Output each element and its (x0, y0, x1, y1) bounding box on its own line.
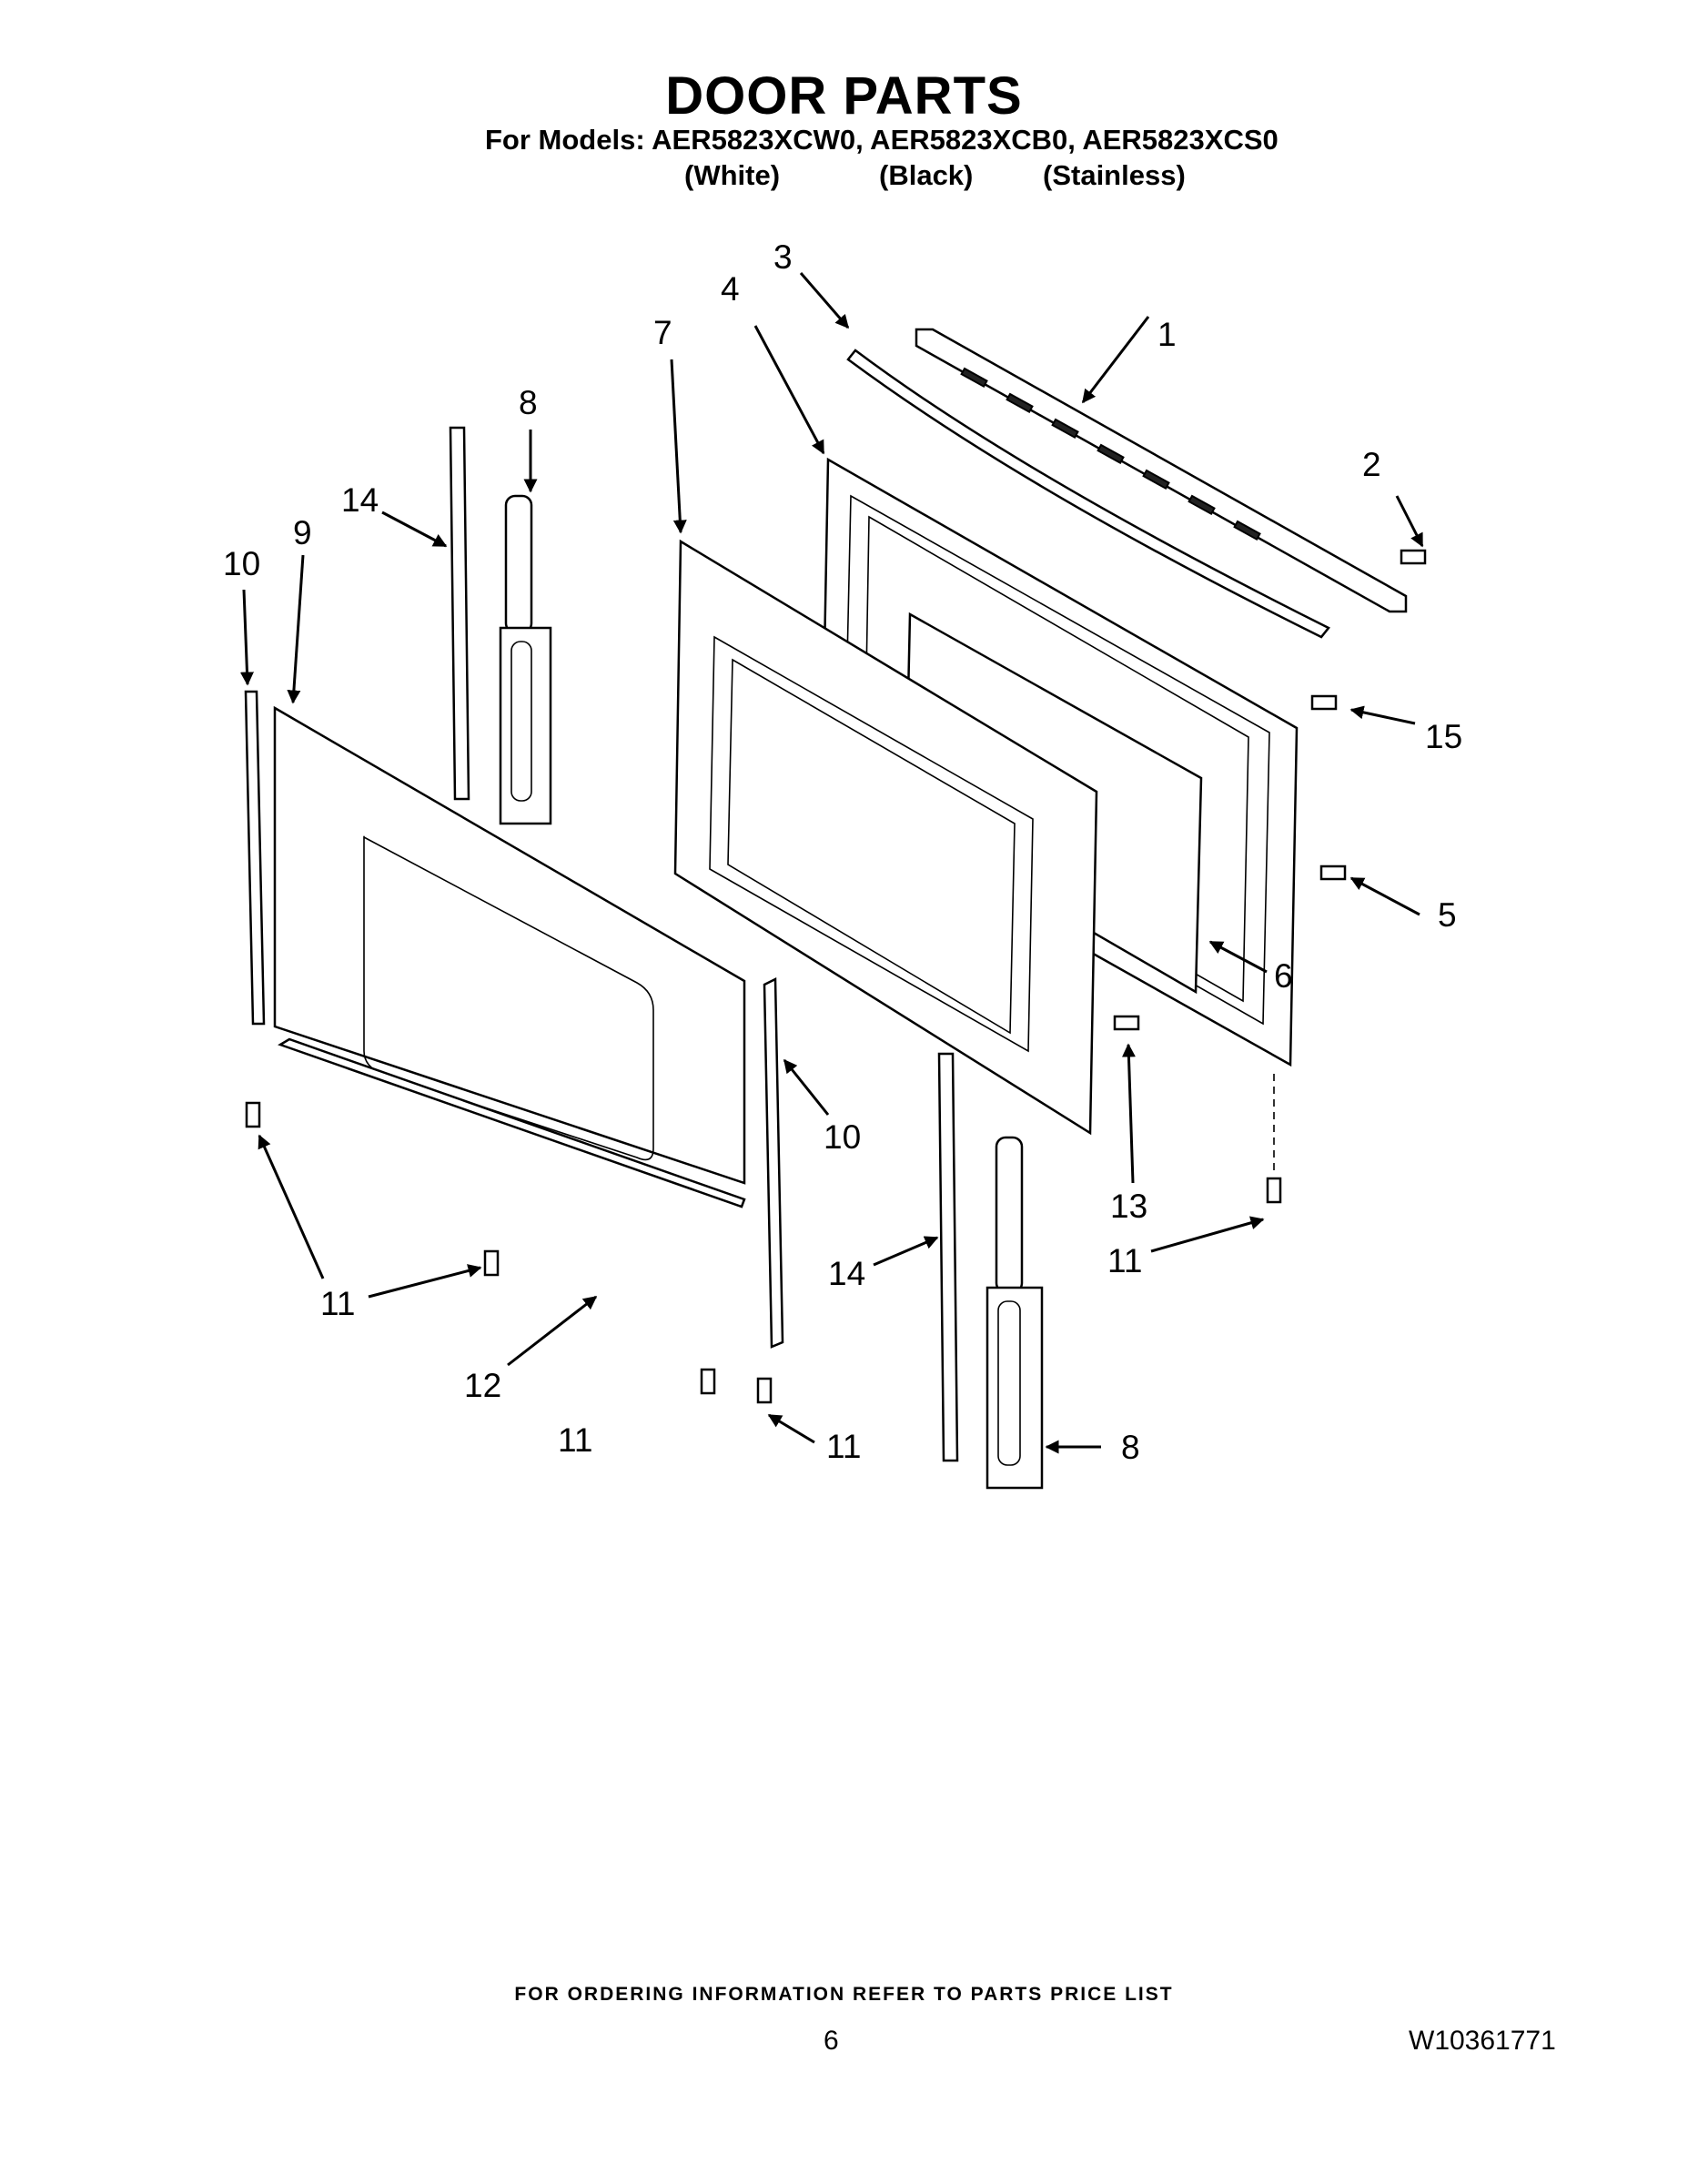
part-hinge-left (499, 494, 552, 825)
callout-2: 2 (1362, 446, 1381, 483)
screw-11-b (483, 1249, 500, 1277)
part-bottom-trim (278, 1037, 746, 1208)
callout-leaders (239, 272, 1424, 1454)
callout-12: 12 (464, 1367, 501, 1404)
screw-11-e (1266, 1177, 1282, 1204)
part-vent-trim (915, 328, 1408, 613)
callout-4: 4 (721, 270, 740, 308)
callout-7: 7 (653, 314, 672, 351)
callout-5: 5 (1438, 896, 1457, 934)
part-hinge-receiver-right (937, 1052, 959, 1462)
screw-15 (1310, 694, 1338, 711)
callout-8-top: 8 (519, 384, 538, 421)
screw-2 (1400, 549, 1427, 565)
page-number: 6 (824, 2026, 839, 2056)
part-hinge-right (986, 1136, 1044, 1490)
part-outer-door-panel (273, 705, 746, 1185)
callout-8-bottom: 8 (1121, 1429, 1140, 1466)
callout-10-right: 10 (824, 1118, 861, 1156)
callout-labels: 1 2 3 4 5 6 7 8 8 9 10 10 11 11 11 11 11… (223, 238, 1462, 1466)
part-side-trim-left (244, 690, 266, 1026)
callout-14-top: 14 (341, 481, 379, 519)
callout-9: 9 (293, 514, 312, 551)
callout-3: 3 (773, 238, 793, 276)
callout-10-left: 10 (223, 545, 260, 582)
part-side-trim-right (763, 976, 784, 1349)
screw-11-c (700, 1368, 716, 1395)
callout-6: 6 (1274, 957, 1293, 995)
screw-11-a (245, 1101, 261, 1128)
screw-5 (1319, 864, 1347, 881)
document-number: W10361771 (1409, 2026, 1556, 2056)
screw-11-d (756, 1377, 773, 1404)
callout-11-b: 11 (558, 1421, 592, 1459)
screw-13 (1113, 1015, 1140, 1031)
screws (245, 549, 1427, 1404)
callout-11-d: 11 (1107, 1242, 1142, 1279)
ordering-note: FOR ORDERING INFORMATION REFER TO PARTS … (514, 1984, 1174, 2005)
callout-1: 1 (1157, 316, 1177, 353)
callout-14-bottom: 14 (828, 1255, 865, 1292)
page-title: DOOR PARTS (665, 66, 1023, 126)
part-door-frame (673, 539, 1098, 1136)
callout-13: 13 (1110, 1188, 1147, 1225)
part-door-handle (846, 349, 1330, 639)
part-hinge-receiver-left (449, 426, 470, 801)
callout-11-a: 11 (320, 1285, 355, 1322)
callout-11-c: 11 (826, 1428, 861, 1465)
models-line: For Models: AER5823XCW0, AER5823XCB0, AE… (485, 124, 1279, 156)
variant-stainless: (Stainless) (1043, 159, 1186, 191)
variant-black: (Black) (879, 159, 974, 191)
variant-white: (White) (684, 159, 781, 191)
callout-15: 15 (1425, 718, 1462, 755)
